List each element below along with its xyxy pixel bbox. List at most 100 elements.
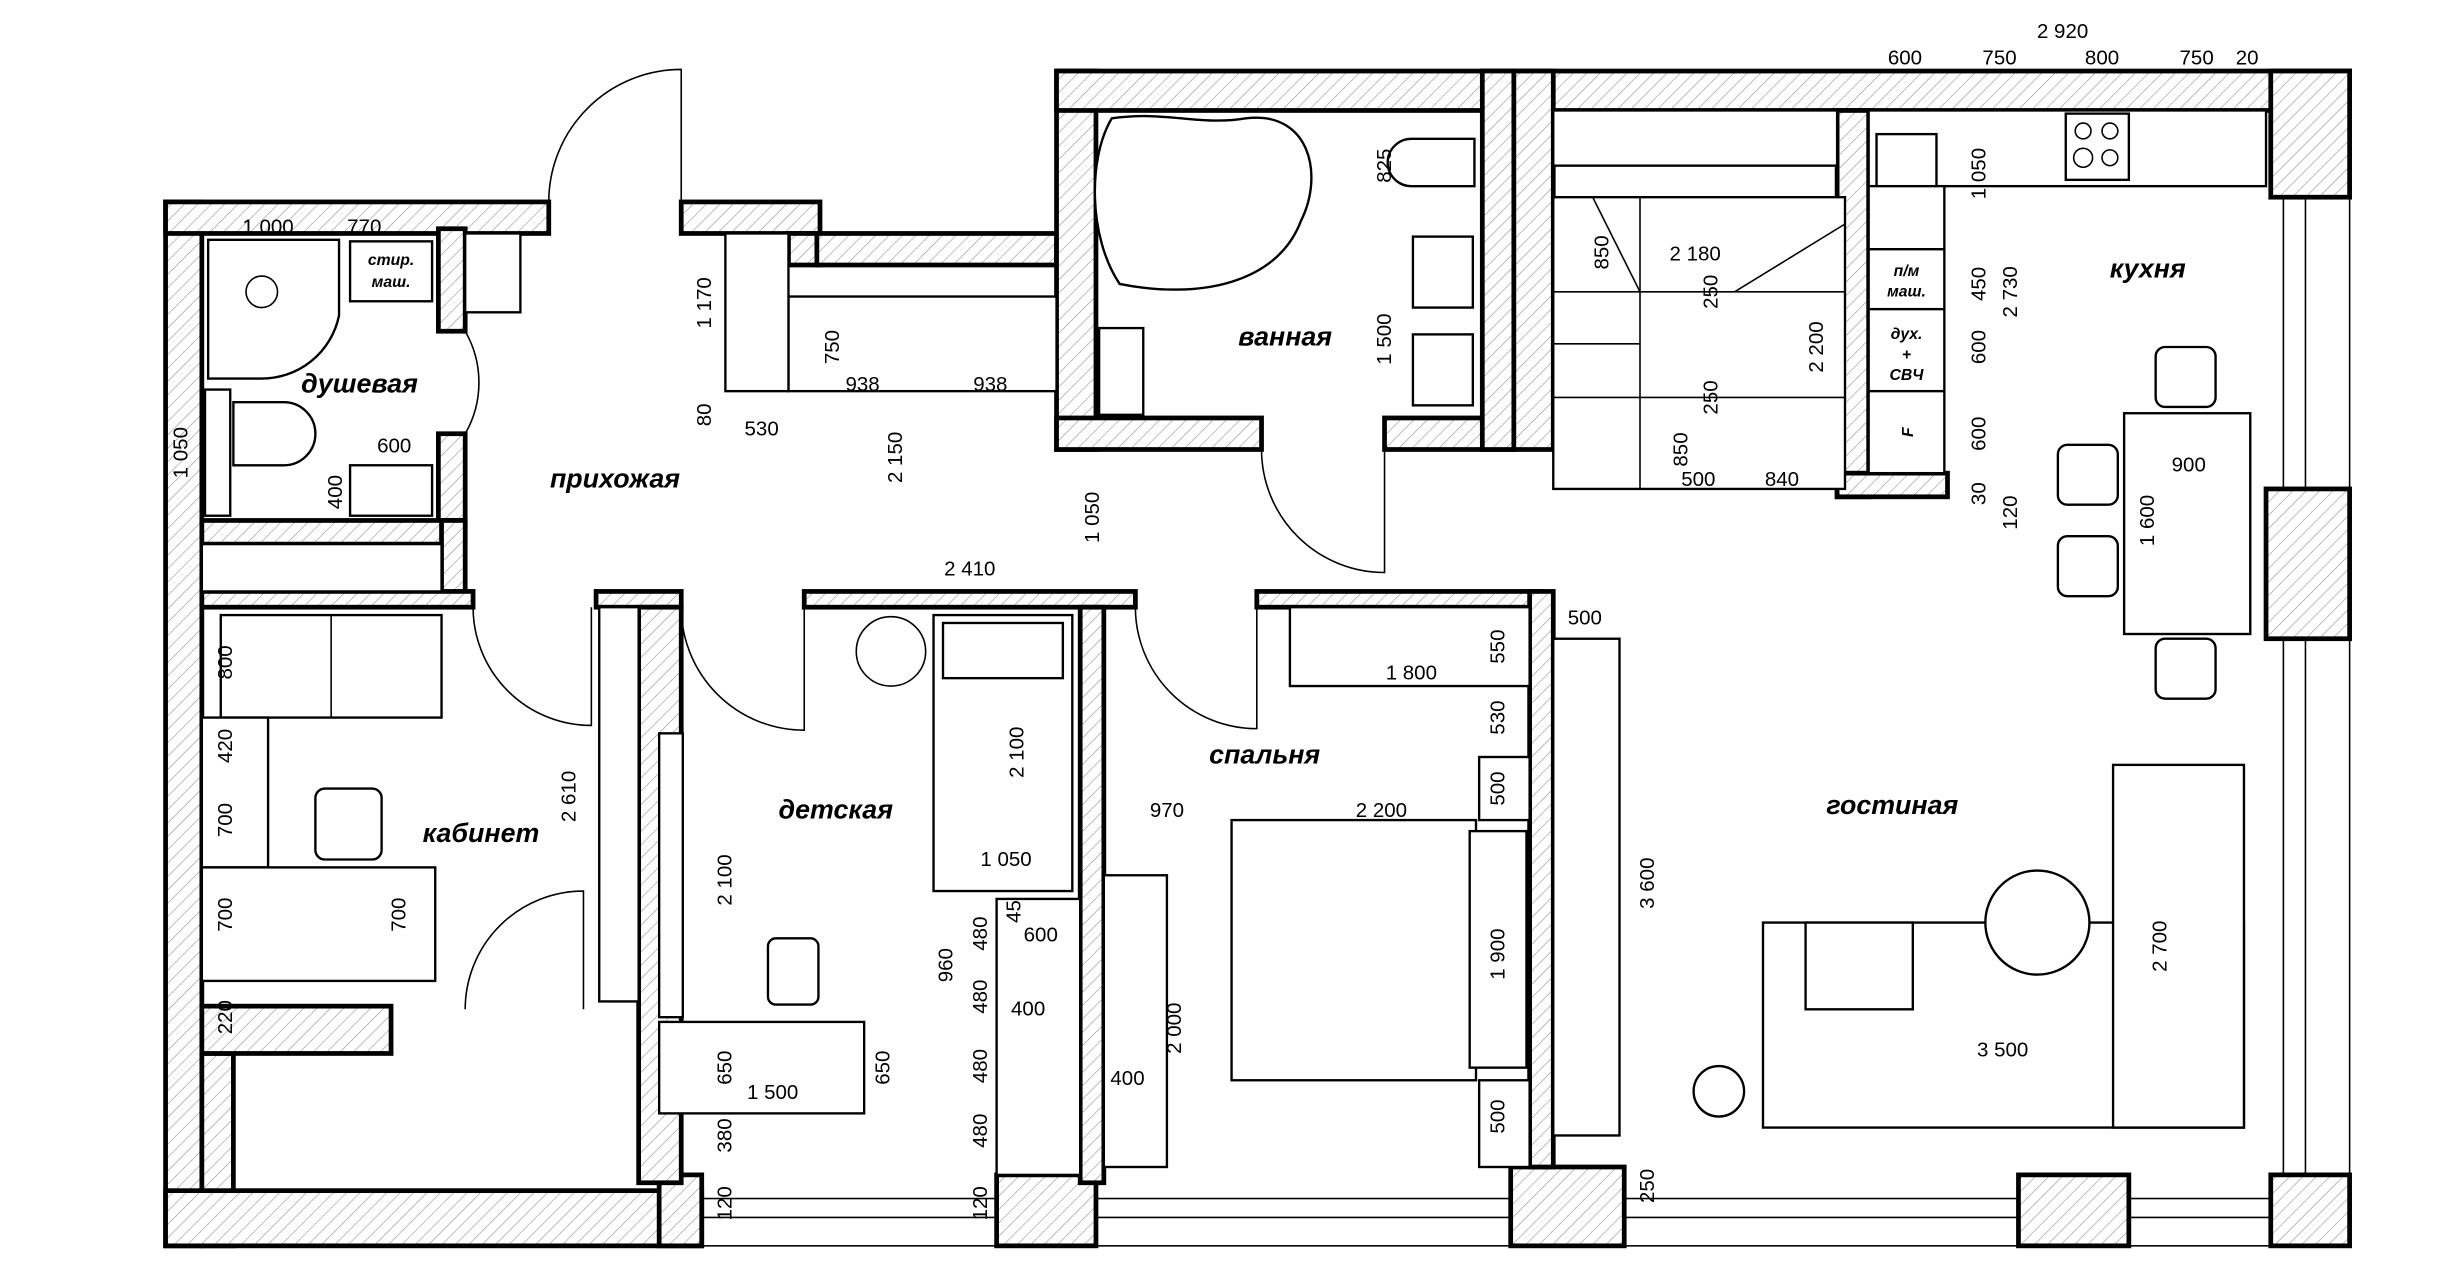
coffee-table (1984, 869, 2091, 976)
dimension-label: 250 (1699, 380, 1722, 414)
washing-machine (348, 240, 434, 303)
wardrobe (657, 732, 684, 1019)
dimension-label: 750 (821, 330, 844, 364)
wardrobe (598, 606, 640, 1003)
dimension-label: 120 (969, 1186, 992, 1220)
dimension-label: 2 200 (1356, 799, 1407, 822)
nightstand (1477, 1079, 1531, 1169)
cooktop (2064, 112, 2131, 182)
chair (2056, 535, 2119, 598)
desk (200, 716, 270, 869)
dimension-label: 2 100 (714, 854, 737, 905)
fridge-label: F (1900, 427, 1917, 437)
chair (2154, 637, 2217, 700)
dimension-label: 960 (934, 948, 957, 982)
dimension-label: 1 000 (242, 215, 293, 238)
dining-table (2122, 412, 2252, 636)
dimension-label: 2 150 (884, 432, 907, 483)
dimension-label: 400 (1110, 1067, 1144, 1090)
desk (200, 866, 437, 983)
dimension-label: 600 (1024, 924, 1058, 947)
dimension-label: 550 (1486, 630, 1509, 664)
bathtub (1093, 114, 1313, 291)
shower-tray (206, 238, 341, 380)
dimension-label: 380 (714, 1118, 737, 1152)
dimension-label: 1 800 (1386, 662, 1437, 685)
room-label-living: гостиная (1826, 790, 1958, 820)
dimension-label: 600 (377, 435, 411, 458)
dimension-label: 2 100 (1005, 727, 1028, 778)
dimension-label: 400 (324, 475, 347, 509)
dishwasher-label: п/м (1894, 263, 1920, 280)
dimension-label: 500 (1568, 607, 1602, 630)
dimension-label: 650 (871, 1051, 894, 1085)
room-label-shower: душевая (301, 369, 418, 399)
shelving (995, 897, 1082, 1177)
dimension-label: 770 (347, 215, 381, 238)
doors (464, 68, 1386, 1010)
bedroom-door (1134, 607, 1258, 730)
dimension-label: 3 500 (1977, 1039, 2028, 1062)
washer-label: стир. (368, 252, 414, 269)
furniture (200, 109, 2268, 1177)
dimension-label: 938 (845, 373, 879, 396)
dimension-label: 900 (2172, 454, 2206, 477)
window (700, 196, 2351, 1247)
oven-label: дух. (1891, 326, 1923, 343)
dimension-label: 2 610 (558, 771, 581, 822)
nursery-door (680, 607, 806, 731)
room-label-hallway: прихожая (550, 463, 680, 493)
oven-label: СВЧ (1890, 367, 1925, 384)
double-bed (1230, 818, 1478, 1082)
dimension-label: 1 050 (1081, 492, 1104, 543)
dimension-label: 600 (1888, 47, 1922, 70)
entry-door (547, 68, 683, 202)
oven-label: + (1902, 347, 1911, 364)
round-rug (855, 615, 927, 687)
dimension-label: 20 (2236, 47, 2259, 70)
dimension-label: 480 (969, 980, 992, 1014)
dimension-label: 850 (1590, 235, 1613, 269)
dimension-label: 2 920 (2037, 20, 2088, 43)
dimension-label: 3 600 (1636, 857, 1659, 908)
dimension-label: 250 (1636, 1169, 1659, 1203)
desk (657, 1020, 866, 1115)
office-chair (766, 937, 820, 1006)
dimension-label: 500 (1681, 468, 1715, 491)
dimension-label: 938 (973, 373, 1007, 396)
shower-drain (245, 275, 279, 309)
dimension-label: 700 (214, 803, 237, 837)
dimension-label: 700 (214, 898, 237, 932)
dimension-label: 1 600 (2136, 495, 2159, 546)
dimension-label: 650 (714, 1051, 737, 1085)
office-chair (314, 787, 383, 861)
dimension-label: 2 700 (2149, 921, 2172, 972)
dimension-label: 2 000 (1163, 1003, 1186, 1054)
dimension-label: 750 (1982, 47, 2016, 70)
chair (2154, 345, 2217, 409)
room-label-bedroom: спальня (1209, 739, 1320, 769)
dimension-label: 420 (214, 729, 237, 763)
toilet (232, 401, 317, 467)
dimension-label: 1 050 (980, 848, 1031, 871)
dimension-label: 500 (1486, 771, 1509, 805)
bath-door (1260, 449, 1386, 574)
dimension-label: 1 500 (747, 1081, 798, 1104)
room-label-study: кабинет (423, 818, 540, 848)
nightstand (1477, 755, 1531, 822)
dimension-label: 400 (1011, 998, 1045, 1021)
dimension-label: 530 (745, 417, 779, 440)
dimension-label: 750 (2180, 47, 2214, 70)
dimension-label: 220 (214, 1000, 237, 1034)
dimension-label: 970 (1150, 799, 1184, 822)
sink (1411, 235, 1475, 309)
dresser (1288, 606, 1531, 688)
dishwasher-label: маш. (1887, 284, 1926, 301)
dimension-label: 840 (1765, 468, 1799, 491)
sink (348, 464, 434, 517)
dimension-label: 825 (1373, 149, 1396, 183)
dimension-label: 1 900 (1486, 928, 1509, 979)
room-label-nursery: детская (779, 795, 894, 825)
staircase (1552, 196, 1847, 491)
